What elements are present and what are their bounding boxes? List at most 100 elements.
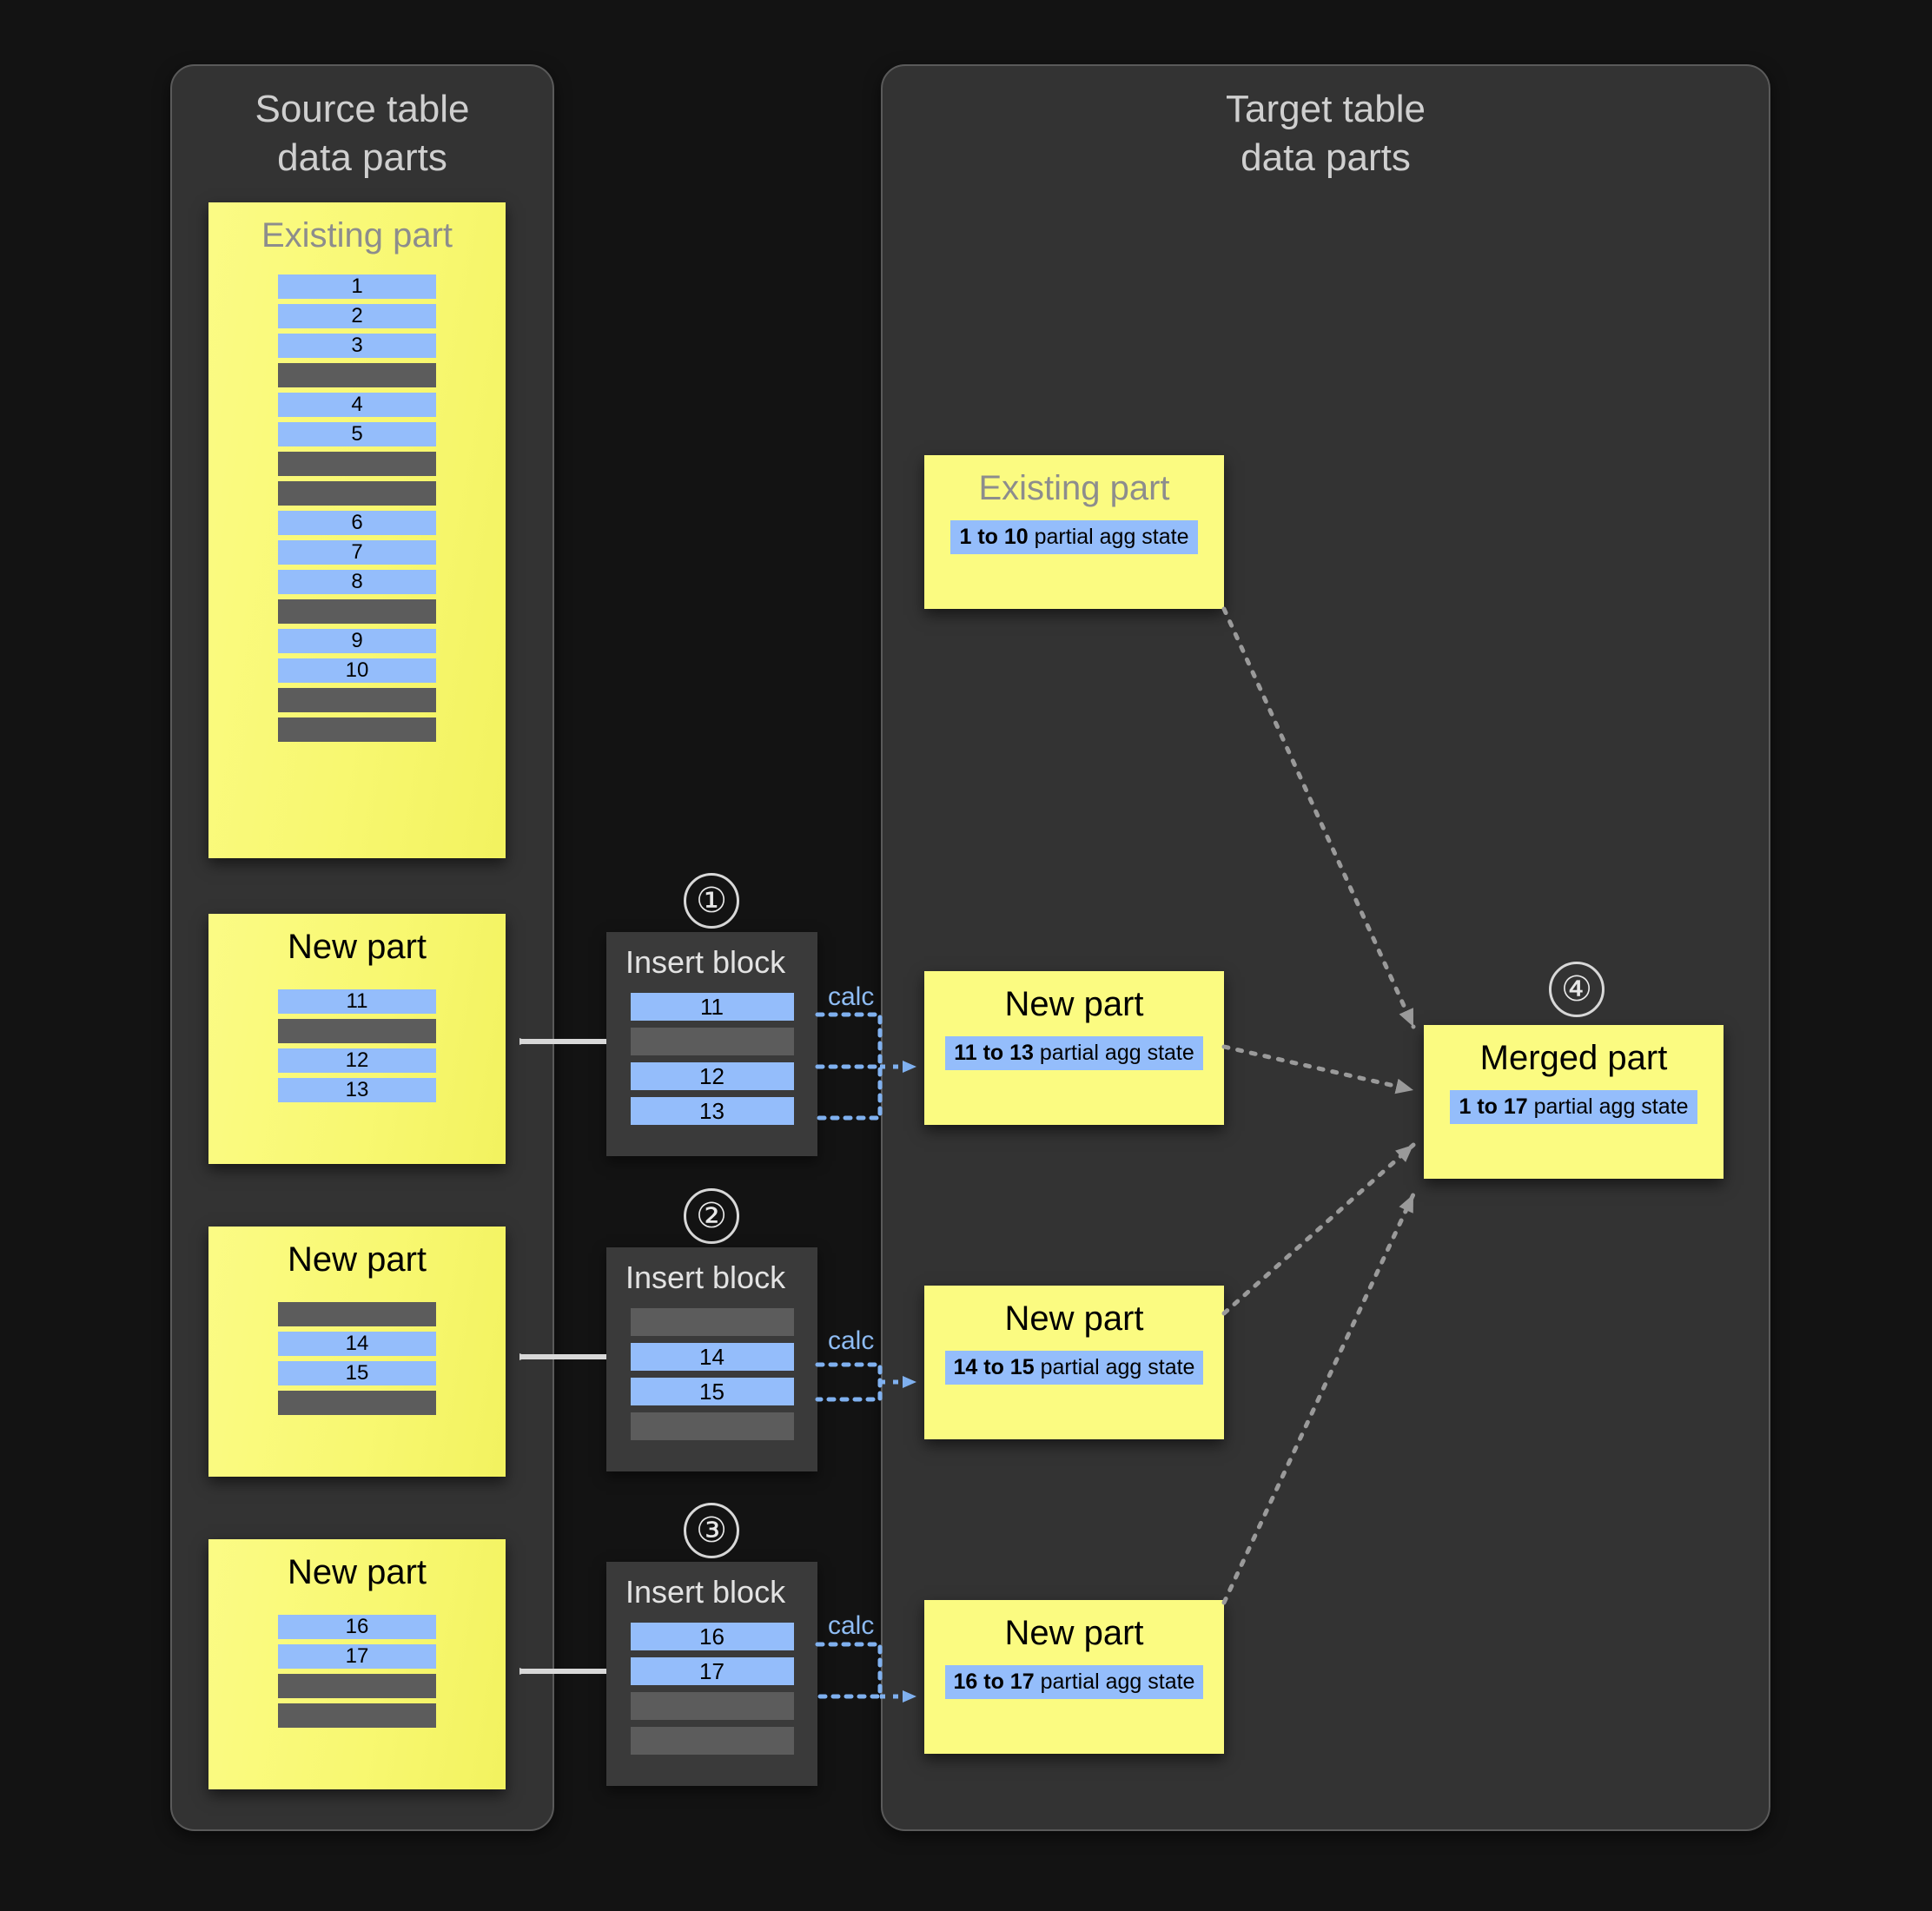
row-bar-empty	[278, 1674, 436, 1698]
row-bar-empty	[278, 481, 436, 506]
row-bar-empty	[278, 717, 436, 742]
target-panel-title-line2: data parts	[1241, 136, 1411, 180]
row-bar: 15	[630, 1378, 794, 1405]
row-bar: 2	[278, 304, 436, 328]
merged-part-title: Merged part	[1479, 1039, 1668, 1077]
target-new-part-3-chip-wrap: 16 to 17 partial agg state	[924, 1665, 1224, 1699]
agg-range: 16 to 17	[953, 1670, 1035, 1694]
source-new-part-1[interactable]: New part 11 12 13	[208, 914, 506, 1164]
insert-block-1[interactable]: Insert block 11 12 13	[606, 932, 817, 1156]
row-bar: 4	[278, 393, 436, 417]
target-table-panel: Target table data parts	[881, 64, 1770, 1831]
row-bar-empty	[278, 688, 436, 712]
agg-state-text: partial agg state	[1034, 1670, 1195, 1694]
agg-range: 1 to 10	[959, 525, 1029, 549]
target-new-part-2-chip-wrap: 14 to 15 partial agg state	[924, 1351, 1224, 1385]
agg-state-text: partial agg state	[1028, 525, 1189, 549]
target-panel-title-line1: Target table	[1226, 88, 1426, 130]
agg-state-chip: 1 to 10 partial agg state	[950, 520, 1198, 554]
source-panel-title-line1: Source table	[255, 88, 470, 130]
insert-block-3-title: Insert block	[625, 1574, 786, 1610]
row-bar: 11	[630, 993, 794, 1021]
source-new-part-2-rows: 14 15	[208, 1302, 506, 1420]
step-4-badge: ④	[1549, 962, 1604, 1017]
row-bar-empty	[278, 363, 436, 387]
source-new-part-3-title: New part	[287, 1553, 427, 1591]
row-bar: 16	[278, 1615, 436, 1639]
target-new-part-3[interactable]: New part 16 to 17 partial agg state	[924, 1600, 1224, 1754]
insert-block-3[interactable]: Insert block 16 17	[606, 1562, 817, 1786]
row-bar: 10	[278, 658, 436, 683]
target-new-part-3-title: New part	[1004, 1614, 1144, 1652]
agg-state-text: partial agg state	[1033, 1041, 1194, 1065]
merged-part-chip-wrap: 1 to 17 partial agg state	[1424, 1090, 1724, 1124]
row-bar: 16	[630, 1623, 794, 1650]
row-bar: 17	[278, 1644, 436, 1669]
target-existing-part[interactable]: Existing part 1 to 10 partial agg state	[924, 455, 1224, 609]
source-new-part-2[interactable]: New part 14 15	[208, 1227, 506, 1477]
step-2-badge: ②	[684, 1188, 739, 1244]
row-bar: 12	[278, 1048, 436, 1073]
target-new-part-1[interactable]: New part 11 to 13 partial agg state	[924, 971, 1224, 1125]
insert-block-1-title: Insert block	[625, 944, 786, 980]
row-bar: 15	[278, 1361, 436, 1385]
source-new-part-2-title: New part	[287, 1240, 427, 1279]
target-new-part-1-title: New part	[1004, 985, 1144, 1023]
agg-state-text: partial agg state	[1527, 1094, 1689, 1119]
row-bar-empty	[278, 1302, 436, 1326]
source-panel-title: Source table data parts	[172, 85, 552, 183]
row-bar-empty	[630, 1692, 794, 1720]
agg-range: 1 to 17	[1459, 1094, 1528, 1119]
row-bar: 6	[278, 511, 436, 535]
source-new-part-3-rows: 16 17	[208, 1615, 506, 1733]
row-bar: 7	[278, 540, 436, 565]
agg-state-chip: 14 to 15 partial agg state	[944, 1351, 1204, 1385]
agg-range: 11 to 13	[954, 1041, 1034, 1065]
calc-bracket-1	[815, 1012, 883, 1121]
row-bar: 17	[630, 1657, 794, 1685]
row-bar: 3	[278, 334, 436, 358]
target-existing-part-title: Existing part	[978, 469, 1170, 507]
agg-state-chip: 16 to 17 partial agg state	[944, 1665, 1204, 1699]
calc-bracket-3	[815, 1642, 883, 1699]
step-2-number: ②	[696, 1197, 727, 1235]
source-existing-part-rows: 1 2 3 4 5 6 7 8 9 10	[208, 274, 506, 747]
step-1-badge: ①	[684, 873, 739, 929]
agg-state-text: partial agg state	[1034, 1355, 1195, 1379]
agg-range: 14 to 15	[953, 1355, 1035, 1379]
row-bar-empty	[630, 1308, 794, 1336]
source-panel-title-line2: data parts	[277, 136, 447, 180]
target-new-part-2-title: New part	[1004, 1299, 1144, 1338]
source-new-part-1-title: New part	[287, 928, 427, 966]
row-bar: 1	[278, 274, 436, 299]
row-bar: 8	[278, 570, 436, 594]
source-existing-part-title: Existing part	[261, 216, 453, 255]
row-bar-empty	[278, 1019, 436, 1043]
agg-state-chip: 11 to 13 partial agg state	[945, 1036, 1203, 1070]
calc-label-2: calc	[828, 1326, 875, 1355]
row-bar: 13	[278, 1078, 436, 1102]
source-new-part-3[interactable]: New part 16 17	[208, 1539, 506, 1789]
row-bar-empty	[630, 1412, 794, 1440]
calc-label-1: calc	[828, 982, 875, 1011]
target-existing-part-chip-wrap: 1 to 10 partial agg state	[924, 520, 1224, 554]
source-existing-part[interactable]: Existing part 1 2 3 4 5 6 7 8 9 10	[208, 202, 506, 858]
insert-block-2-title: Insert block	[625, 1260, 786, 1295]
row-bar-empty	[278, 599, 436, 624]
row-bar: 14	[278, 1332, 436, 1356]
agg-state-chip: 1 to 17 partial agg state	[1450, 1090, 1697, 1124]
step-3-badge: ③	[684, 1503, 739, 1558]
row-bar-empty	[630, 1028, 794, 1055]
insert-block-2[interactable]: Insert block 14 15	[606, 1247, 817, 1471]
row-bar-empty	[278, 452, 436, 476]
insert-block-3-rows: 16 17	[606, 1623, 817, 1762]
insert-block-1-rows: 11 12 13	[606, 993, 817, 1132]
step-4-number: ④	[1561, 970, 1592, 1008]
target-new-part-2[interactable]: New part 14 to 15 partial agg state	[924, 1286, 1224, 1439]
step-1-number: ①	[696, 882, 727, 920]
target-new-part-1-chip-wrap: 11 to 13 partial agg state	[924, 1036, 1224, 1070]
merged-part[interactable]: Merged part 1 to 17 partial agg state	[1424, 1025, 1724, 1179]
row-bar-empty	[630, 1727, 794, 1755]
calc-bracket-2	[815, 1362, 883, 1402]
